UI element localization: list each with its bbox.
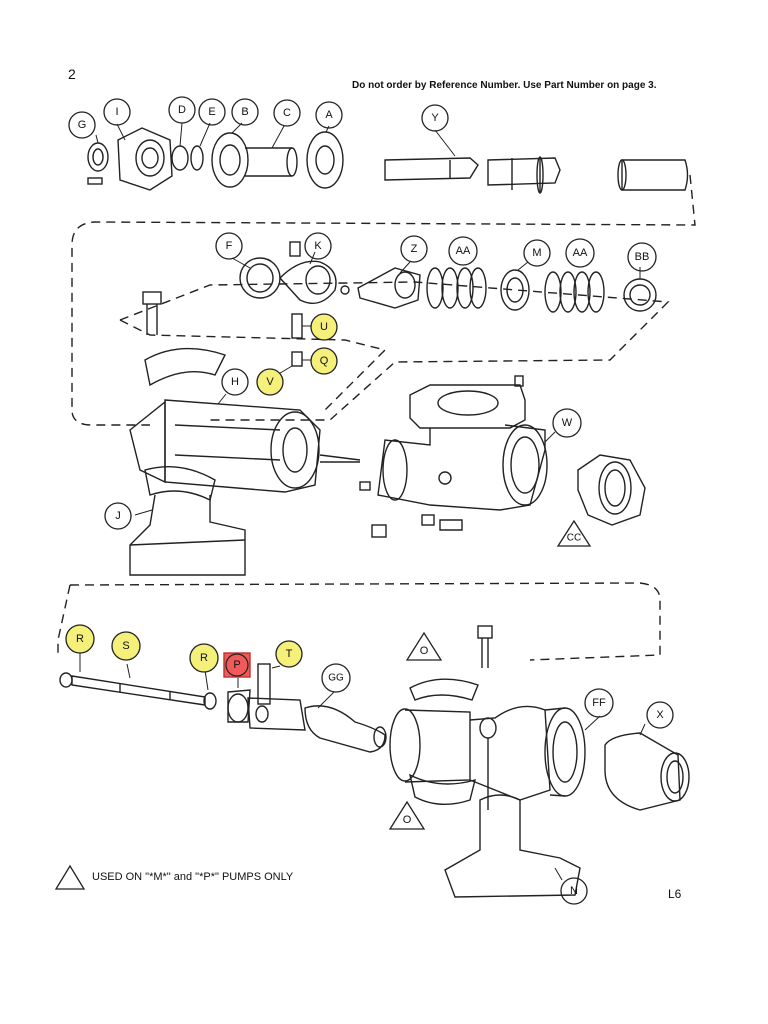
label-u: U xyxy=(320,321,328,333)
label-q: Q xyxy=(320,355,329,367)
label-p: P xyxy=(233,659,240,671)
label-y: Y xyxy=(431,112,439,124)
callout-p-highlight xyxy=(223,652,251,678)
seal-components xyxy=(239,241,657,313)
callout-p xyxy=(225,653,249,677)
shaft-s xyxy=(59,672,217,710)
label-i: I xyxy=(115,106,118,118)
leader-lines xyxy=(79,122,646,881)
label-z: Z xyxy=(411,243,418,255)
label-r-2: R xyxy=(200,652,208,664)
bearing-assembly xyxy=(87,127,344,191)
callout-z xyxy=(400,235,428,263)
callout-m xyxy=(523,239,551,267)
label-c: C xyxy=(283,107,291,119)
callout-bb xyxy=(627,242,657,272)
label-bb: BB xyxy=(635,251,650,263)
label-e: E xyxy=(208,106,215,118)
pedestal-n xyxy=(444,717,581,898)
callout-v xyxy=(256,368,284,396)
label-v: V xyxy=(266,376,274,388)
label-a: A xyxy=(325,109,333,121)
label-d: D xyxy=(178,104,186,116)
callout-r xyxy=(65,624,95,654)
callout-j xyxy=(104,502,132,530)
spring-aa-right xyxy=(544,271,605,313)
callout-o-triangle xyxy=(405,631,443,661)
handle-gg xyxy=(304,705,387,753)
label-o-2: O xyxy=(403,814,412,826)
callout-r-2 xyxy=(189,643,219,673)
pins-u-q xyxy=(291,313,303,367)
label-o: O xyxy=(420,645,429,657)
callout-cc-triangle xyxy=(556,519,592,547)
shaft-y xyxy=(384,156,689,194)
callout-n xyxy=(560,877,588,905)
label-s: S xyxy=(122,640,129,652)
label-b: B xyxy=(241,106,248,118)
callout-ff xyxy=(584,688,614,718)
callout-e xyxy=(198,98,226,126)
callout-g xyxy=(68,111,96,139)
callout-t xyxy=(275,640,303,668)
footnote-text: USED ON "*M*" and "*P*" PUMPS ONLY xyxy=(92,871,294,883)
label-g: G xyxy=(78,119,87,131)
label-gg: GG xyxy=(328,673,344,684)
pump-casing-w xyxy=(377,384,548,511)
label-k: K xyxy=(314,240,322,252)
callout-gg xyxy=(321,663,351,693)
callout-y xyxy=(421,104,449,132)
callout-q xyxy=(310,347,338,375)
pump-body-ff xyxy=(389,705,586,801)
callout-s xyxy=(111,631,141,661)
callout-aa xyxy=(448,236,478,266)
label-aa: AA xyxy=(456,245,471,257)
label-m: M xyxy=(532,247,541,259)
callout-w xyxy=(552,408,582,438)
triangle-markers xyxy=(54,519,592,890)
callout-a xyxy=(315,101,343,129)
callout-c xyxy=(273,99,301,127)
callout-d xyxy=(168,96,196,124)
cap-bolt xyxy=(142,291,162,335)
label-w: W xyxy=(562,417,573,429)
callout-k xyxy=(304,232,332,260)
order-note: Do not order by Reference Number. Use Pa… xyxy=(352,80,657,91)
gland-nut-cc xyxy=(577,454,646,526)
page-number: 2 xyxy=(68,66,76,82)
legend-triangle-icon xyxy=(54,864,86,890)
label-ff: FF xyxy=(592,697,606,709)
callout-f xyxy=(215,232,243,260)
callout-o-2-triangle xyxy=(388,800,426,830)
callouts xyxy=(65,96,674,905)
casing-fasteners xyxy=(320,375,524,538)
label-x: X xyxy=(656,709,664,721)
callout-i xyxy=(103,98,131,126)
callout-labels: G I D E B C A Y F K Z AA M AA BB U Q V H… xyxy=(76,104,664,897)
label-t: T xyxy=(286,648,293,660)
label-j: J xyxy=(115,510,121,522)
callout-h xyxy=(221,368,249,396)
callout-x xyxy=(646,701,674,729)
bearing-frame-h xyxy=(129,347,361,493)
label-h: H xyxy=(231,376,239,388)
label-cc: CC xyxy=(567,533,581,544)
drawing-code: L6 xyxy=(668,887,682,901)
callout-aa-2 xyxy=(565,238,595,268)
dashed-groupings xyxy=(57,174,696,661)
pedestal-j xyxy=(129,465,246,576)
callout-b xyxy=(231,98,259,126)
spring-aa-left xyxy=(426,267,487,309)
label-r: R xyxy=(76,633,84,645)
label-f: F xyxy=(226,240,233,252)
sleeve-x xyxy=(604,732,690,811)
label-n: N xyxy=(570,885,578,897)
callout-u xyxy=(310,313,338,341)
label-aa-2: AA xyxy=(573,247,588,259)
coupling-p-t xyxy=(227,663,306,731)
